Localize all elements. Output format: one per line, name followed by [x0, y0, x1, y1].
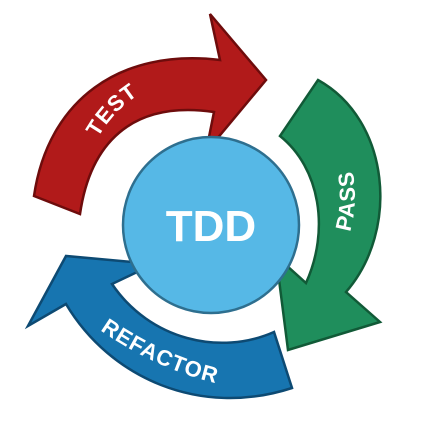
center-circle	[123, 137, 299, 313]
pass-arrow	[276, 80, 381, 350]
test-arrow-outline	[32, 13, 268, 216]
refactor-arrow	[28, 256, 292, 399]
pass-label: PASS	[331, 170, 360, 234]
center-circle-outline	[121, 135, 301, 315]
test-arrow	[34, 14, 266, 214]
center-label: TDD	[166, 202, 256, 251]
refactor-arrow-outline	[24, 254, 294, 400]
pass-arrow-outline	[274, 78, 383, 352]
